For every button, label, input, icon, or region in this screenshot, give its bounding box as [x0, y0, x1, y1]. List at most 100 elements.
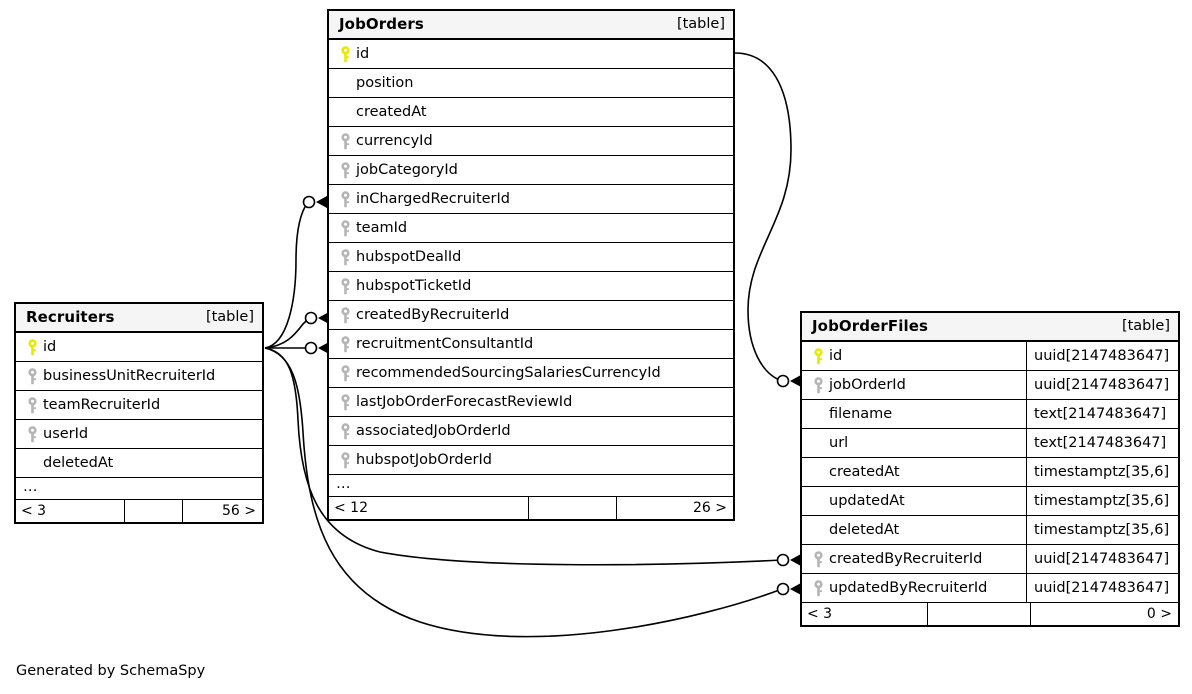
table-column-row[interactable]: inChargedRecruiterId — [329, 185, 733, 214]
foreign-key-icon — [336, 393, 355, 411]
table-recruiters-more-columns-indicator: … — [16, 478, 262, 500]
table-joborders-more-columns-indicator: … — [329, 475, 733, 497]
column-type-cell: timestamptz[35,6] — [1026, 516, 1178, 544]
column-type-cell: timestamptz[35,6] — [1026, 487, 1178, 515]
foreign-key-icon — [336, 422, 355, 440]
column-name-label: currencyId — [356, 132, 433, 149]
edge-endpoint-circle — [776, 553, 790, 567]
column-name-cell: teamId — [329, 214, 733, 242]
table-joborderfiles-title: JobOrderFiles — [812, 317, 929, 335]
table-column-row[interactable]: deletedAt — [16, 449, 262, 478]
column-name-label: createdByRecruiterId — [356, 306, 510, 323]
column-name-cell: jobOrderId — [802, 371, 1026, 399]
edge-endpoint-circle — [302, 195, 316, 209]
column-name-label: hubspotDealId — [356, 248, 462, 265]
table-column-row[interactable]: userId — [16, 420, 262, 449]
table-recruiters-footer-spacer — [124, 500, 182, 522]
column-name-label: filename — [829, 405, 893, 422]
column-name-cell: updatedByRecruiterId — [802, 574, 1026, 602]
table-recruiters-parents-count[interactable]: < 3 — [21, 503, 47, 519]
table-recruiters-children-count[interactable]: 56 > — [182, 500, 262, 522]
table-column-row[interactable]: lastJobOrderForecastReviewId — [329, 388, 733, 417]
edge-endpoint-circle — [776, 582, 790, 596]
table-column-row[interactable]: hubspotTicketId — [329, 272, 733, 301]
column-name-label: teamId — [356, 219, 408, 236]
foreign-key-icon — [336, 132, 355, 150]
table-column-row[interactable]: teamId — [329, 214, 733, 243]
column-name-cell: position — [329, 69, 733, 97]
table-column-row[interactable]: recommendedSourcingSalariesCurrencyId — [329, 359, 733, 388]
table-column-row[interactable]: teamRecruiterId — [16, 391, 262, 420]
table-column-row[interactable]: createdByRecruiterId — [329, 301, 733, 330]
column-name-cell: associatedJobOrderId — [329, 417, 733, 445]
table-joborderfiles-children-count[interactable]: 0 > — [1030, 603, 1178, 625]
column-name-label: inChargedRecruiterId — [356, 190, 510, 207]
column-type-cell: text[2147483647] — [1026, 429, 1178, 457]
table-joborders-footer: < 12 26 > — [329, 497, 733, 519]
column-type-cell: timestamptz[35,6] — [1026, 458, 1178, 486]
table-joborders-header[interactable]: JobOrders [table] — [329, 11, 733, 40]
table-joborders-parents-count[interactable]: < 12 — [334, 500, 368, 516]
table-joborderfiles-header[interactable]: JobOrderFiles [table] — [802, 313, 1178, 342]
column-type-cell: uuid[2147483647] — [1026, 574, 1178, 602]
column-name-label: hubspotTicketId — [356, 277, 472, 294]
table-recruiters-header[interactable]: Recruiters [table] — [16, 304, 262, 333]
column-name-cell: id — [329, 40, 733, 68]
table-recruiters-columns: id businessUnitRecruiterId teamRecruiterId… — [16, 333, 262, 478]
table-joborders-children-count[interactable]: 26 > — [616, 497, 733, 519]
table-column-row[interactable]: filename text[2147483647] — [802, 400, 1178, 429]
column-name-label: id — [356, 45, 370, 62]
column-name-cell: currencyId — [329, 127, 733, 155]
column-name-cell: id — [16, 333, 262, 361]
column-name-cell: url — [802, 429, 1026, 457]
table-column-row[interactable]: hubspotDealId — [329, 243, 733, 272]
column-name-cell: createdAt — [329, 98, 733, 126]
edge-recruiters-joborders-inchargedrecruiterid — [264, 201, 309, 349]
column-name-label: createdByRecruiterId — [829, 550, 983, 567]
edge-endpoint-circle — [304, 341, 318, 355]
table-column-row[interactable]: id — [329, 40, 733, 69]
column-name-cell: recruitmentConsultantId — [329, 330, 733, 358]
table-joborders[interactable]: JobOrders [table] id position createdAt cur… — [327, 9, 735, 521]
table-column-row[interactable]: businessUnitRecruiterId — [16, 362, 262, 391]
column-name-label: recruitmentConsultantId — [356, 335, 534, 352]
column-name-label: teamRecruiterId — [43, 396, 161, 413]
table-column-row[interactable]: createdAt — [329, 98, 733, 127]
column-type-cell: text[2147483647] — [1026, 400, 1178, 428]
foreign-key-icon — [336, 335, 355, 353]
table-column-row[interactable]: currencyId — [329, 127, 733, 156]
column-name-label: deletedAt — [43, 454, 114, 471]
table-joborders-footer-spacer — [528, 497, 616, 519]
column-name-cell: lastJobOrderForecastReviewId — [329, 388, 733, 416]
foreign-key-icon — [809, 376, 828, 394]
table-joborderfiles-kind: [table] — [1121, 318, 1170, 335]
column-name-cell: createdByRecruiterId — [329, 301, 733, 329]
column-name-cell: updatedAt — [802, 487, 1026, 515]
table-column-row[interactable]: recruitmentConsultantId — [329, 330, 733, 359]
table-recruiters[interactable]: Recruiters [table] id businessUnitRecruit… — [14, 302, 264, 524]
column-type-cell: uuid[2147483647] — [1026, 545, 1178, 573]
table-column-row[interactable]: position — [329, 69, 733, 98]
column-name-label: id — [43, 338, 57, 355]
table-column-row[interactable]: id — [16, 333, 262, 362]
column-name-cell: createdByRecruiterId — [802, 545, 1026, 573]
column-name-cell: jobCategoryId — [329, 156, 733, 184]
column-name-label: jobCategoryId — [356, 161, 458, 178]
column-name-label: createdAt — [356, 103, 427, 120]
table-column-row[interactable]: createdByRecruiterId uuid[2147483647] — [802, 545, 1178, 574]
edge-joborders-joborderfiles-joborderid — [734, 52, 792, 382]
table-column-row[interactable]: associatedJobOrderId — [329, 417, 733, 446]
table-column-row[interactable]: hubspotJobOrderId — [329, 446, 733, 475]
table-joborderfiles-footer: < 3 0 > — [802, 603, 1178, 625]
table-column-row[interactable]: jobCategoryId — [329, 156, 733, 185]
table-joborderfiles-footer-spacer — [927, 603, 1030, 625]
table-joborderfiles-parents-count[interactable]: < 3 — [807, 606, 833, 622]
